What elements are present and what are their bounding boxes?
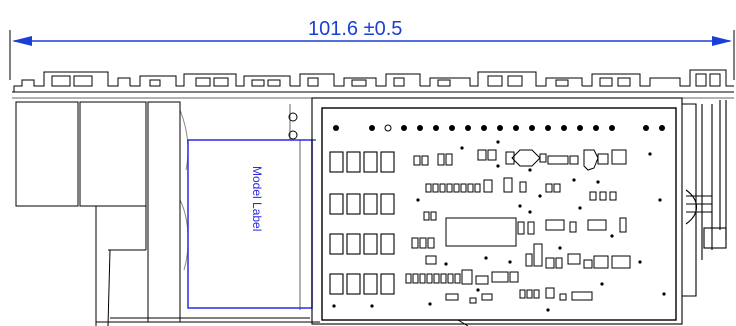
width-dimension: 101.6 ±0.5 xyxy=(9,18,735,80)
left-arrowhead xyxy=(12,36,32,46)
pcb-components xyxy=(405,149,631,304)
right-arrowhead xyxy=(712,36,732,46)
model-label-box: Model Label xyxy=(187,139,313,309)
pcb-dot-row xyxy=(333,124,665,132)
pcb-component xyxy=(363,233,378,255)
left-housing xyxy=(15,101,320,326)
pcb-board xyxy=(311,97,727,325)
pcb-component xyxy=(329,233,344,255)
pcb-left-components xyxy=(329,151,395,295)
leader-line xyxy=(457,319,469,326)
pcb-component xyxy=(380,151,395,173)
dimension-value: 101.6 ±0.5 xyxy=(308,18,402,40)
pcb-component xyxy=(329,273,344,295)
pcb-component xyxy=(346,151,361,173)
top-connector-row xyxy=(12,69,734,99)
pcb-vias xyxy=(332,140,666,312)
pcb-component xyxy=(329,151,344,173)
pcb-component xyxy=(346,233,361,255)
pcb-component xyxy=(363,193,378,215)
pcb-component xyxy=(329,193,344,215)
pcb-component xyxy=(346,273,361,295)
pcb-component xyxy=(346,193,361,215)
pcb-component xyxy=(363,151,378,173)
pcb-component xyxy=(363,273,378,295)
pcb-component xyxy=(380,193,395,215)
pcb-component xyxy=(380,233,395,255)
model-label-text: Model Label xyxy=(250,166,264,231)
pcb-component xyxy=(380,273,395,295)
